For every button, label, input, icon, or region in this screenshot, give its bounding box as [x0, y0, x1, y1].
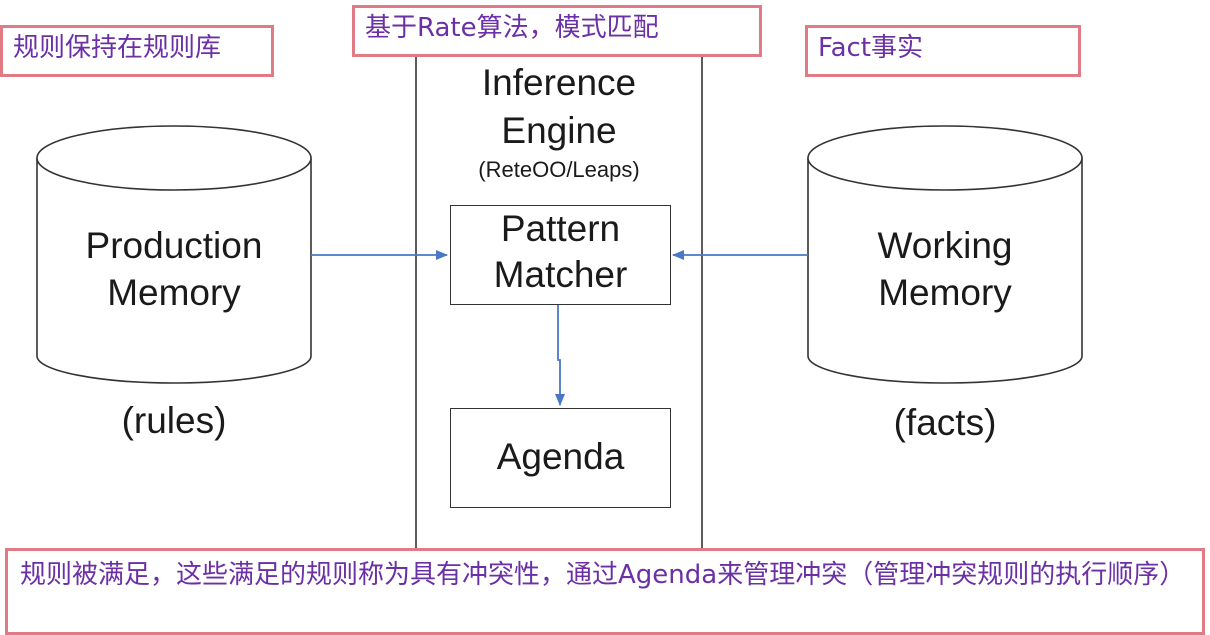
production-memory-line1: Production: [85, 225, 263, 266]
note-rule-base: 规则保持在规则库: [0, 25, 274, 77]
engine-title-line2: Engine: [501, 110, 617, 151]
production-memory-cylinder: [36, 125, 312, 384]
note-algorithm: 基于Rate算法，模式匹配: [352, 5, 762, 57]
agenda-label: Agenda: [496, 436, 625, 477]
arrow-matcher-to-agenda: [555, 305, 565, 406]
engine-subtitle: (ReteOO/Leaps): [478, 157, 640, 182]
production-memory-caption: (rules): [121, 400, 227, 441]
pattern-matcher-line2: Matcher: [493, 254, 628, 295]
working-memory-caption: (facts): [893, 402, 997, 443]
working-memory-line1: Working: [877, 225, 1013, 266]
pattern-matcher-box: [450, 205, 671, 305]
production-memory-line2: Memory: [107, 272, 241, 313]
working-memory-line2: Memory: [878, 272, 1012, 313]
note-agenda: 规则被满足，这些满足的规则称为具有冲突性，通过Agenda来管理冲突（管理冲突规…: [5, 548, 1205, 635]
note-facts: Fact事实: [805, 25, 1081, 77]
working-memory-cylinder: [807, 125, 1083, 384]
pattern-matcher-line1: Pattern: [500, 208, 621, 249]
engine-title-line1: Inference: [481, 62, 637, 103]
agenda-box: [450, 408, 671, 508]
